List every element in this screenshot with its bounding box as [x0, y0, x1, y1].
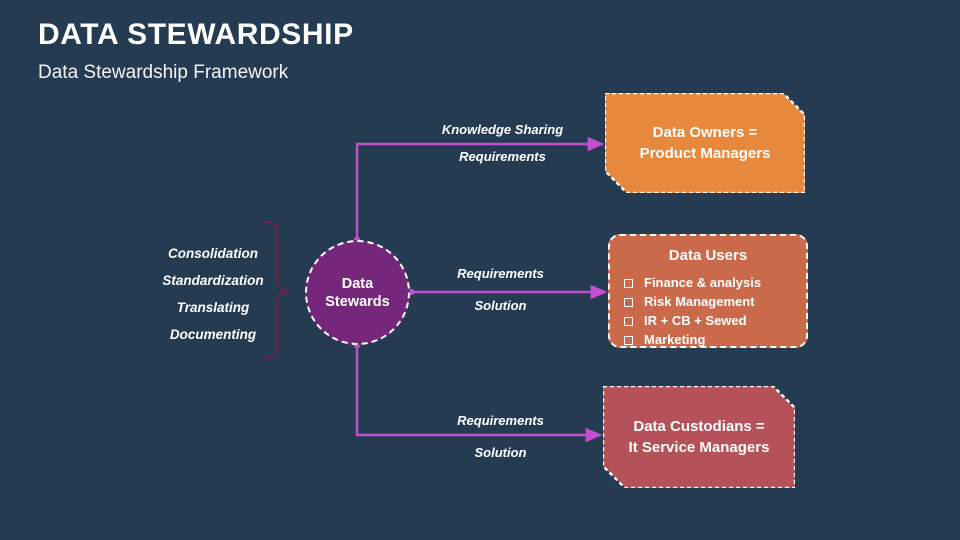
node-data-custodians-line1: Data Custodians =	[633, 418, 765, 435]
list-item-label: Risk Management	[644, 294, 755, 309]
checkbox-icon[interactable]	[624, 278, 633, 288]
activity-item: Consolidation	[168, 246, 258, 261]
activity-item: Standardization	[162, 273, 264, 288]
data-users-list: Finance & analysis Risk Management IR + …	[610, 274, 806, 349]
node-data-owners-line2: Product Managers	[639, 145, 771, 162]
list-item-label: Finance & analysis	[644, 275, 762, 290]
hub-label-line1: Data	[341, 275, 374, 292]
node-data-owners-label: Data Owners = Product Managers	[640, 122, 771, 164]
edge-label-top-below: Requirements	[459, 149, 546, 164]
list-item-label: IR + CB + Sewed	[644, 313, 747, 328]
page-subtitle: Data Stewardship Framework	[38, 62, 289, 83]
edge-label-bottom-above: Requirements	[457, 413, 544, 428]
activity-item: Translating	[176, 300, 250, 315]
left-brace	[263, 220, 291, 360]
edge-label-middle-above: Requirements	[457, 266, 544, 281]
list-item-label: Marketing	[644, 332, 706, 347]
node-data-owners-shape	[605, 93, 805, 193]
activity-item: Documenting	[169, 327, 257, 342]
edge-label-middle-below: Solution	[474, 298, 527, 313]
checkbox-icon[interactable]	[624, 297, 633, 307]
node-data-users[interactable]: Data Users Finance & analysis Risk Manag…	[608, 234, 808, 348]
hub-label-line2: Stewards	[325, 293, 390, 310]
edge-label-bottom-below: Solution	[474, 445, 527, 460]
hub-label: Data Stewards	[325, 275, 389, 311]
list-item[interactable]: Finance & analysis	[624, 274, 806, 292]
stewardship-activities-list: Consolidation Standardization Translatin…	[158, 240, 268, 348]
node-data-users-heading: Data Users	[668, 247, 748, 264]
hub-data-stewards[interactable]: Data Stewards	[305, 240, 410, 345]
connector-middle	[407, 284, 608, 300]
list-item[interactable]: IR + CB + Sewed	[624, 312, 806, 330]
node-data-custodians-line2: It Service Managers	[628, 439, 770, 456]
checkbox-icon[interactable]	[624, 316, 633, 326]
node-data-owners[interactable]: Data Owners = Product Managers	[605, 93, 805, 193]
list-item[interactable]: Marketing	[624, 331, 806, 349]
node-data-custodians-shape	[603, 386, 795, 488]
node-data-custodians-label: Data Custodians = It Service Managers	[629, 416, 770, 458]
edge-label-top-above: Knowledge Sharing	[441, 122, 564, 137]
node-data-owners-line1: Data Owners =	[652, 124, 758, 141]
node-data-custodians[interactable]: Data Custodians = It Service Managers	[603, 386, 795, 488]
list-item[interactable]: Risk Management	[624, 293, 806, 311]
page-title: DATA STEWARDSHIP	[38, 18, 354, 51]
checkbox-icon[interactable]	[624, 335, 633, 345]
